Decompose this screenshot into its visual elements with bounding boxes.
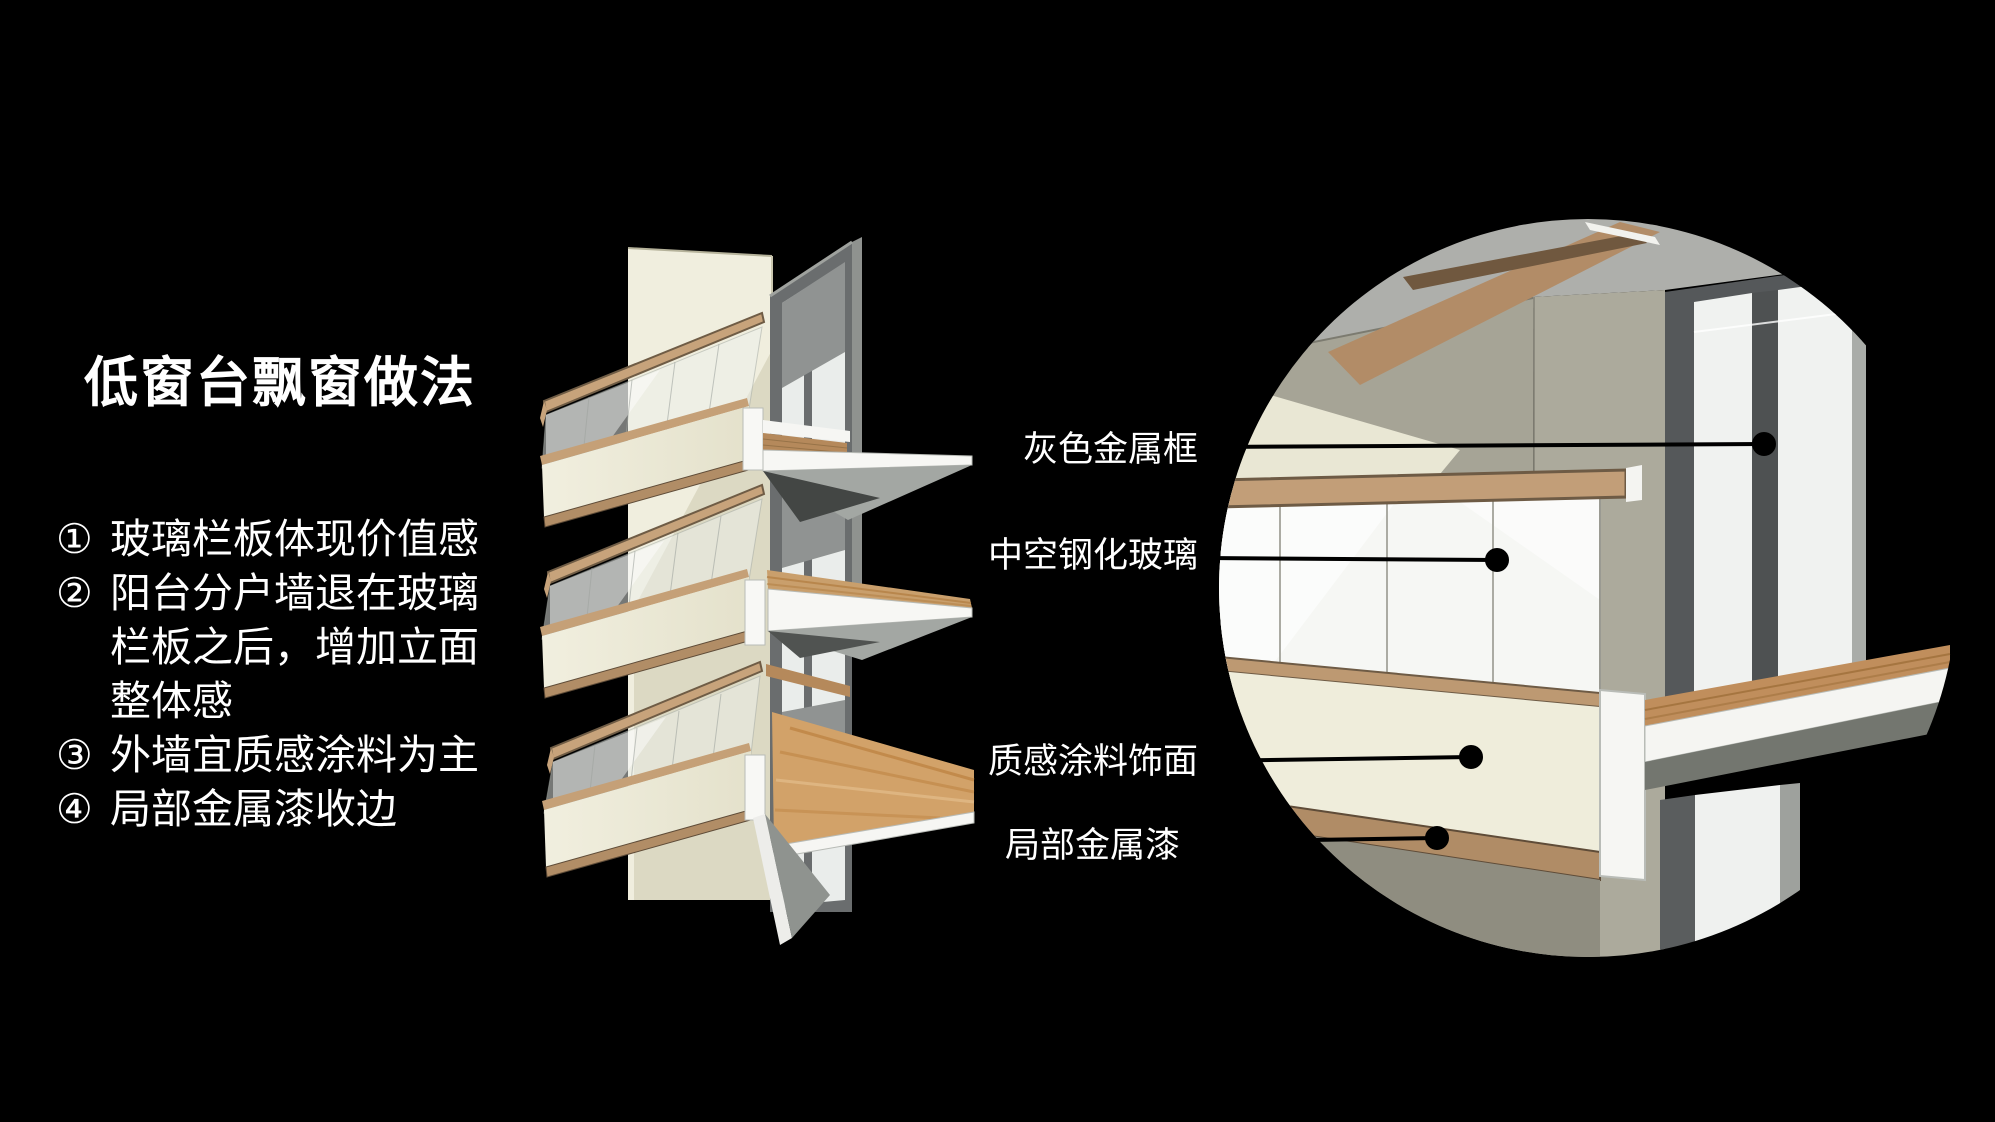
- bullet-text: 玻璃栏板体现价值感: [110, 516, 479, 562]
- leader-lines: [1187, 432, 1776, 850]
- bullet-marker: ②: [56, 570, 93, 616]
- callout-dot-4: [1425, 826, 1449, 850]
- detail-end-column: [1599, 688, 1646, 882]
- page-title: 低窗台飘窗做法: [84, 353, 476, 413]
- bullet-item: ② 阳台分户墙退在玻璃栏板之后，增加立面整体感: [56, 566, 490, 728]
- bullet-item: ③ 外墙宜质感涂料为主: [56, 728, 490, 782]
- bullet-marker: ①: [56, 516, 93, 562]
- bullet-item: ① 玻璃栏板体现价值感: [56, 512, 490, 566]
- detail-fascia: [1219, 655, 1646, 957]
- balcony-floor-3: [542, 660, 975, 945]
- end-column: [744, 579, 766, 646]
- leader-line-1: [1207, 442, 1765, 449]
- bullet-text: 外墙宜质感涂料为主: [110, 732, 479, 778]
- bullet-text: 局部金属漆收边: [110, 786, 397, 832]
- callout-label-gray-metal-frame: 灰色金属框: [1022, 430, 1198, 469]
- window-mullion: [1752, 290, 1778, 690]
- window-glass-pane: [1694, 293, 1752, 702]
- callout-label-textured-coating-finish: 质感涂料饰面: [987, 742, 1198, 781]
- leader-line-2: [1204, 556, 1498, 562]
- balcony-fascia: [542, 406, 751, 517]
- end-column: [744, 754, 766, 821]
- balcony-floor-1: [540, 311, 973, 528]
- leader-line-3: [1204, 755, 1472, 763]
- balcony-fascia: [544, 751, 753, 867]
- leader-line-4: [1187, 836, 1438, 844]
- detail-floor-beam: [1644, 645, 1951, 790]
- wood-deck: [767, 570, 972, 608]
- bullet-item: ④ 局部金属漆收边: [56, 782, 490, 836]
- bullet-text: 阳台分户墙退在玻璃栏板之后，增加立面整体感: [110, 570, 479, 724]
- window-glass-pane: [1778, 280, 1852, 684]
- detail-beam: [1328, 222, 1660, 385]
- end-column: [742, 407, 764, 471]
- detail-circle: [1219, 219, 1951, 957]
- balcony-floor-2: [540, 483, 973, 699]
- balcony-fascia: [542, 577, 751, 688]
- detail-glass-railing: [1219, 465, 1642, 706]
- callout-dot-1: [1752, 432, 1776, 456]
- callout-label-insulated-tempered-glass: 中空钢化玻璃: [987, 536, 1198, 575]
- callout-label-local-metal-paint: 局部金属漆: [1004, 826, 1180, 865]
- textured-coating-surface: [1219, 671, 1600, 852]
- callout-dot-2: [1485, 548, 1509, 572]
- detail-lower-window: [1660, 783, 1800, 955]
- balcony-model: [540, 237, 975, 945]
- bullet-marker: ③: [56, 732, 93, 778]
- bullet-list: ① 玻璃栏板体现价值感 ② 阳台分户墙退在玻璃栏板之后，增加立面整体感 ③ 外墙…: [56, 512, 490, 836]
- callout-dot-3: [1459, 745, 1483, 769]
- detail-window: [1665, 264, 1866, 722]
- bullet-marker: ④: [56, 786, 93, 832]
